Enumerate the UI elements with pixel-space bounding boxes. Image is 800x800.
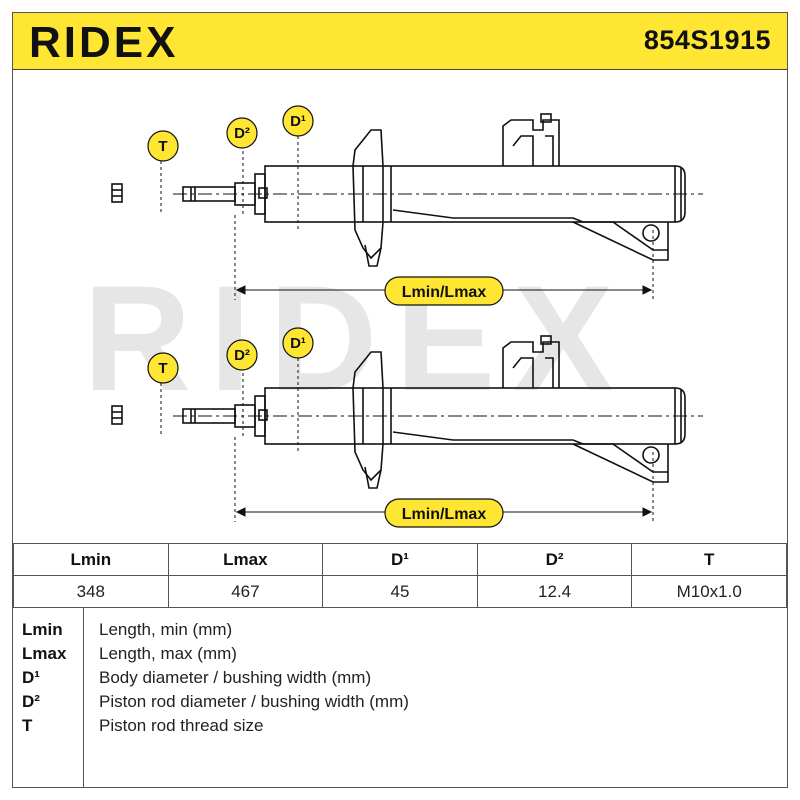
spec-header-d1: D¹ [322,543,478,576]
svg-text:T: T [158,360,167,377]
shock-absorber-drawing: RIDEX [83,105,703,528]
legend-key: D¹ [22,668,40,687]
label-d2-bottom: D² [226,339,258,371]
spec-table-value-row: 348 467 45 12.4 M10x1.0 [13,575,787,608]
legend-desc: Body diameter / bushing width (mm) [99,668,372,687]
spec-value-d2: 12.4 [476,575,633,608]
svg-text:T: T [158,138,167,155]
legend-item: D¹ Body diameter / bushing width (mm) [13,668,787,692]
legend-desc: Piston rod thread size [99,716,264,735]
legend-desc: Piston rod diameter / bushing width (mm) [99,692,409,711]
technical-drawing: RIDEX [13,70,787,544]
spec-table: Lmin Lmax D¹ D² T 348 467 45 12.4 M10x1.… [13,543,787,608]
svg-text:D²: D² [234,125,250,142]
ridex-logo: RIDEX [29,19,178,63]
legend-item: D² Piston rod diameter / bushing width (… [13,692,787,716]
strut-view-bottom [111,335,703,489]
product-sheet: RIDEX 854S1915 RIDEX [12,12,788,788]
header-bar: RIDEX 854S1915 [13,13,787,70]
svg-text:Lmin/Lmax: Lmin/Lmax [402,284,487,301]
watermark-logo: RIDEX [83,254,631,422]
spec-header-lmax: Lmax [167,543,324,576]
strut-view-top [111,113,703,267]
legend-key: Lmin [22,620,63,639]
legend-item: Lmin Length, min (mm) [13,620,787,644]
label-d1-top: D¹ [282,105,314,137]
legend-desc: Length, max (mm) [99,644,237,663]
spec-header-t: T [631,543,787,576]
part-number: 854S1915 [643,25,771,55]
svg-text:D¹: D¹ [290,335,306,352]
label-t-bottom: T [147,352,179,384]
legend-key: Lmax [22,644,67,663]
legend-item: Lmax Length, max (mm) [13,644,787,668]
spec-value-lmax: 467 [167,575,324,608]
legend-item: T Piston rod thread size [13,716,787,740]
spec-header-d2: D² [476,543,633,576]
nut-shape [111,183,123,203]
legend-key: D² [22,692,40,711]
legend: Lmin Length, min (mm) Lmax Length, max (… [13,607,787,787]
label-t-top: T [147,130,179,162]
length-label-top: Lmin/Lmax [384,276,504,306]
brand-logo-text: RIDEX [29,19,178,63]
label-d1-bottom: D¹ [282,327,314,359]
spec-table-header-row: Lmin Lmax D¹ D² T [13,543,787,576]
spec-value-lmin: 348 [13,575,169,608]
length-label-bottom: Lmin/Lmax [384,498,504,528]
svg-text:D²: D² [234,347,250,364]
svg-text:Lmin/Lmax: Lmin/Lmax [402,506,487,523]
spec-header-lmin: Lmin [13,543,169,576]
legend-desc: Length, min (mm) [99,620,233,639]
spec-value-d1: 45 [322,575,478,608]
svg-text:D¹: D¹ [290,113,306,130]
label-d2-top: D² [226,117,258,149]
legend-divider [83,608,84,787]
spec-value-t: M10x1.0 [631,575,787,608]
legend-key: T [22,716,33,735]
